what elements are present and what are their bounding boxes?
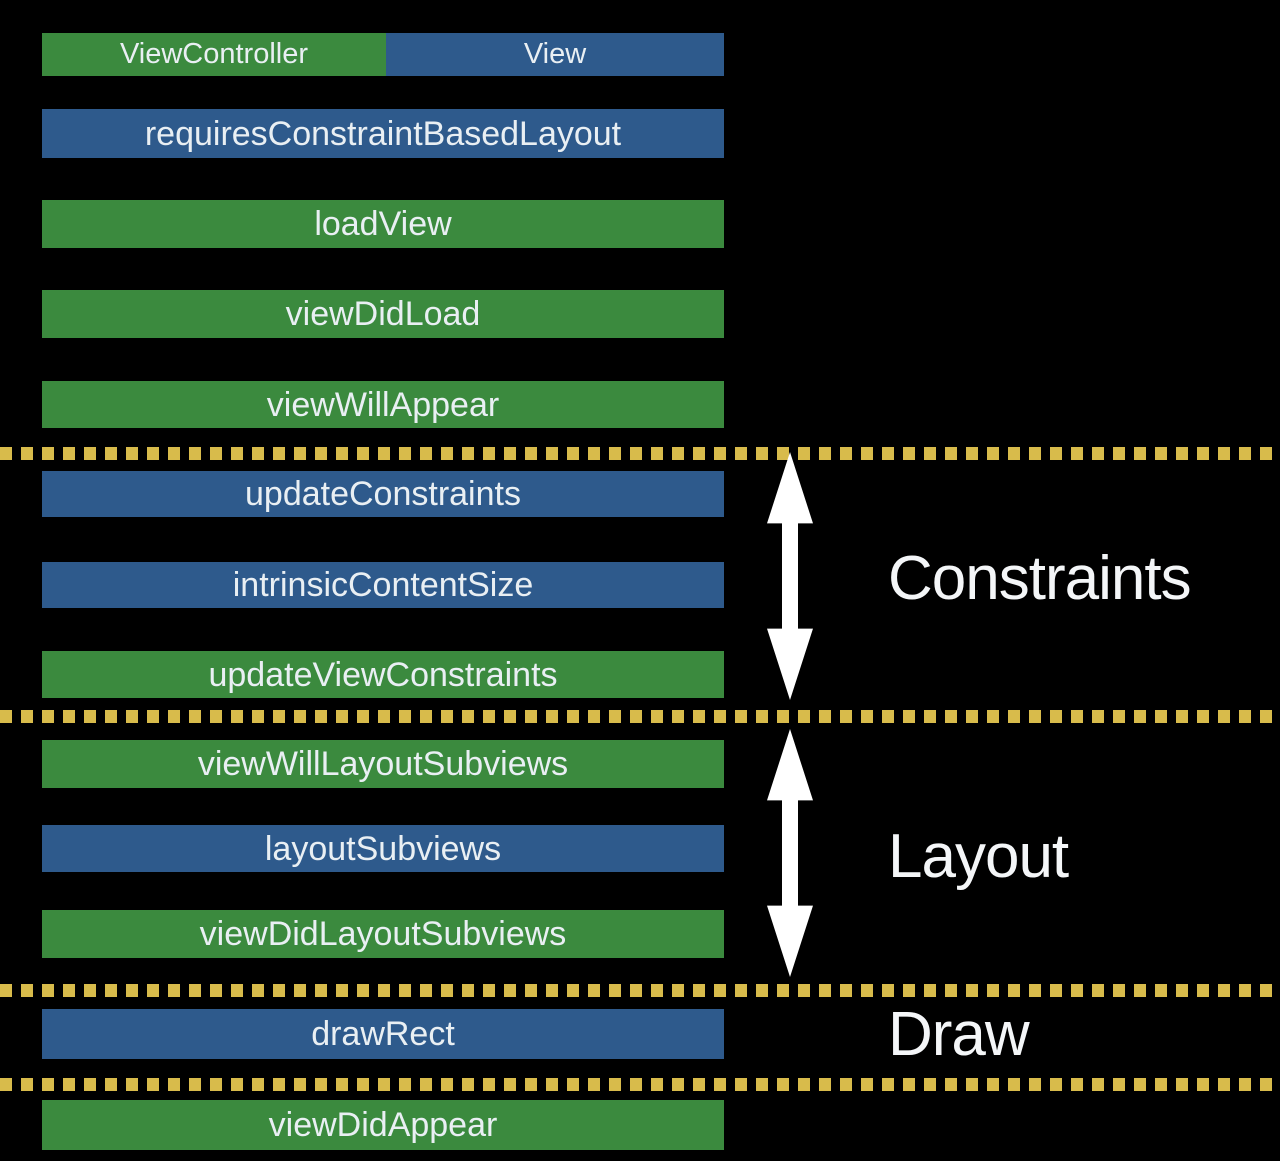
- legend: ViewController View: [42, 33, 724, 76]
- method-bar-updateviewconstraints: updateViewConstraints: [42, 651, 724, 698]
- section-label-layout: Layout: [888, 822, 1069, 891]
- method-bar-requiresconstraintbasedlayout: requiresConstraintBasedLayout: [42, 109, 724, 158]
- method-bar-loadview: loadView: [42, 200, 724, 248]
- method-bar-updateconstraints: updateConstraints: [42, 471, 724, 517]
- double-arrow-icon: [767, 452, 813, 700]
- method-bar-viewdidload: viewDidLoad: [42, 290, 724, 338]
- method-bar-intrinsiccontentsize: intrinsicContentSize: [42, 562, 724, 608]
- method-bar-drawrect: drawRect: [42, 1009, 724, 1059]
- method-bar-viewwilllayoutsubviews: viewWillLayoutSubviews: [42, 740, 724, 788]
- legend-view: View: [386, 33, 724, 76]
- method-bar-viewdidlayoutsubviews: viewDidLayoutSubviews: [42, 910, 724, 958]
- phase-separator-layout-top: [0, 710, 1280, 723]
- method-bar-viewdidappear: viewDidAppear: [42, 1100, 724, 1150]
- section-label-constraints: Constraints: [888, 544, 1192, 613]
- section-label-draw: Draw: [888, 1000, 1030, 1069]
- phase-separator-constraints-top: [0, 447, 1280, 460]
- double-arrow-icon: [767, 729, 813, 977]
- method-bar-viewwillappear: viewWillAppear: [42, 381, 724, 428]
- phase-separator-draw-top: [0, 984, 1280, 997]
- method-bar-layoutsubviews: layoutSubviews: [42, 825, 724, 872]
- legend-viewcontroller: ViewController: [42, 33, 386, 76]
- phase-separator-draw-bottom: [0, 1078, 1280, 1091]
